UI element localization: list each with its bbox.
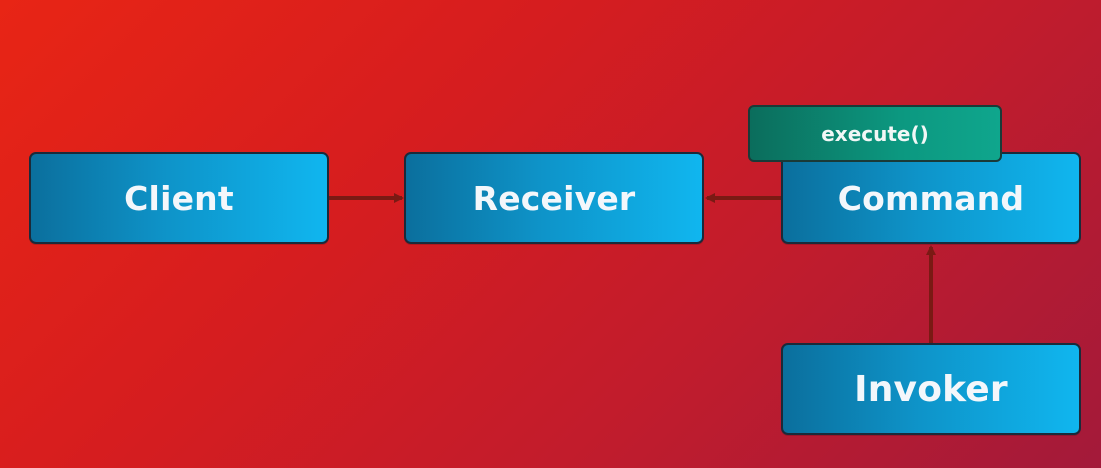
node-command: Command xyxy=(781,152,1081,244)
node-client-label: Client xyxy=(124,178,234,218)
node-command-label: Command xyxy=(837,178,1025,218)
node-invoker-label: Invoker xyxy=(854,368,1008,410)
method-tag-label: execute() xyxy=(821,121,929,146)
node-receiver: Receiver xyxy=(404,152,704,244)
node-receiver-label: Receiver xyxy=(472,178,636,218)
node-invoker: Invoker xyxy=(781,343,1081,435)
node-client: Client xyxy=(29,152,329,244)
method-tag-execute: execute() xyxy=(748,105,1002,162)
